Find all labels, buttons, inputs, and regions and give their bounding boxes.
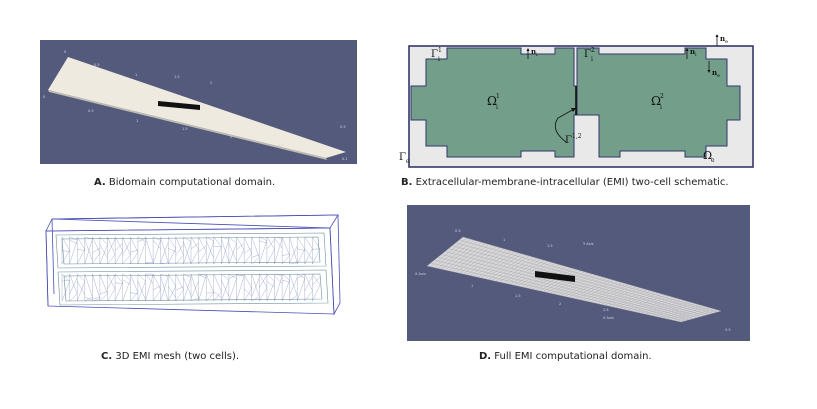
caption-d: D. Full EMI computational domain.: [479, 351, 652, 362]
gamma-2-label: Γ 2 i: [584, 47, 595, 63]
svg-text:n: n: [531, 47, 536, 56]
caption-c: C. 3D EMI mesh (two cells).: [101, 351, 239, 362]
caption-c-text: 3D EMI mesh (two cells).: [115, 351, 240, 362]
svg-text:X Axis: X Axis: [603, 316, 614, 320]
gamma-1-label: Γ 1 i: [431, 47, 442, 63]
svg-text:Y Axis: Y Axis: [583, 242, 594, 246]
svg-text:Ω: Ω: [703, 149, 712, 162]
normal-e-top-arrow: n e: [715, 34, 728, 46]
caption-a-letter: A.: [94, 177, 106, 188]
panel-b: Γ 1 i Γ 2 i n i n i n e: [398, 30, 760, 172]
caption-a: A. Bidomain computational domain.: [94, 177, 275, 188]
mesh-cell-1: [55, 232, 327, 269]
svg-text:Γ: Γ: [431, 49, 438, 60]
svg-text:2: 2: [230, 135, 232, 139]
svg-text:0.5: 0.5: [725, 328, 731, 332]
svg-text:0.5: 0.5: [88, 109, 94, 113]
svg-text:1: 1: [496, 93, 500, 100]
svg-text:e: e: [406, 158, 410, 165]
svg-text:2.5: 2.5: [603, 308, 609, 312]
panel-d: 0.5 1 1.5 Y Axis X Axis 1 1.5 2 2.5 X Ax…: [407, 205, 750, 341]
axis-ticks: 0.5 1 1.5 Y Axis X Axis 1 1.5 2 2.5 X Ax…: [415, 229, 731, 332]
panel-c: [38, 206, 343, 326]
svg-text:0.5: 0.5: [94, 63, 100, 67]
svg-text:n: n: [690, 47, 695, 56]
svg-text:Ω: Ω: [651, 94, 661, 108]
svg-text:i: i: [695, 52, 697, 58]
svg-text:2: 2: [660, 93, 664, 100]
svg-text:Γ: Γ: [584, 49, 591, 60]
svg-text:i: i: [496, 104, 498, 111]
panel-a-render: 0 0.5 1 1.5 2 0 0.5 1 1.5 2 2.5 0.5 0.1: [40, 40, 357, 164]
caption-d-letter: D.: [479, 351, 492, 362]
svg-text:0.5: 0.5: [340, 125, 346, 129]
stimulus-electrode: [535, 271, 575, 282]
caption-b: B. Extracellular-membrane-intracellular …: [401, 177, 729, 188]
svg-text:1.5: 1.5: [547, 244, 553, 248]
svg-text:1: 1: [136, 119, 138, 123]
normal-e-mid-arrow: n e: [707, 61, 720, 79]
svg-text:2: 2: [591, 47, 595, 54]
gamma-12-label: Γ 1,2: [554, 108, 582, 146]
svg-text:Γ: Γ: [565, 135, 572, 146]
panel-a: 0 0.5 1 1.5 2 0 0.5 1 1.5 2 2.5 0.5 0.1: [40, 40, 357, 164]
svg-text:n: n: [712, 68, 717, 77]
omega-e-label: Ω e: [703, 149, 715, 164]
caption-d-text: Full EMI computational domain.: [494, 351, 652, 362]
svg-text:2.5: 2.5: [278, 143, 284, 147]
svg-text:i: i: [660, 104, 662, 111]
svg-text:n: n: [720, 34, 725, 43]
svg-text:2: 2: [210, 81, 212, 85]
caption-b-text: Extracellular-membrane-intracellular (EM…: [415, 177, 729, 188]
svg-text:1: 1: [135, 73, 137, 77]
caption-a-text: Bidomain computational domain.: [108, 177, 276, 188]
svg-text:1.5: 1.5: [174, 75, 180, 79]
caption-b-letter: B.: [401, 177, 413, 188]
svg-text:Ω: Ω: [487, 94, 497, 108]
svg-text:1: 1: [503, 238, 505, 242]
stimulus-electrode: [158, 101, 200, 110]
cell-2: [576, 47, 741, 158]
svg-text:1,2: 1,2: [572, 133, 582, 140]
mesh-outer-box: [45, 214, 341, 316]
svg-text:e: e: [711, 157, 715, 164]
svg-text:i: i: [536, 52, 538, 58]
svg-text:2: 2: [559, 302, 561, 306]
svg-text:i: i: [438, 56, 440, 63]
svg-text:e: e: [717, 73, 720, 79]
mesh-triangulation: [61, 236, 321, 302]
mesh-cell-2: [57, 269, 329, 306]
omega-1-label: Ω 1 i: [487, 93, 500, 111]
emi-schematic: Γ 1 i Γ 2 i n i n i n e: [399, 34, 754, 168]
svg-text:1: 1: [438, 47, 442, 54]
caption-c-letter: C.: [101, 351, 113, 362]
svg-text:0: 0: [64, 50, 66, 54]
omega-2-label: Ω 2 i: [651, 93, 664, 111]
cell-1: [410, 47, 578, 158]
svg-text:0.5: 0.5: [455, 229, 461, 233]
svg-text:e: e: [725, 39, 728, 45]
svg-text:X Axis: X Axis: [415, 272, 426, 276]
svg-text:1.5: 1.5: [515, 294, 521, 298]
svg-text:0: 0: [43, 95, 45, 99]
svg-text:1.5: 1.5: [182, 127, 188, 131]
emi-mesh-render: [45, 214, 341, 316]
axis-ticks: 0 0.5 1 1.5 2 0 0.5 1 1.5 2 2.5 0.5 0.1: [43, 50, 348, 161]
slab-edge: [48, 90, 327, 160]
svg-text:0.1: 0.1: [342, 157, 348, 161]
panel-d-render: 0.5 1 1.5 Y Axis X Axis 1 1.5 2 2.5 X Ax…: [407, 205, 750, 341]
svg-text:Γ: Γ: [399, 152, 406, 163]
svg-text:i: i: [591, 56, 593, 63]
svg-text:1: 1: [471, 284, 473, 288]
gamma-e-label: Γ e: [399, 152, 410, 165]
normal-1-arrow: n i: [526, 47, 538, 59]
normal-2-arrow: n i: [685, 47, 697, 59]
